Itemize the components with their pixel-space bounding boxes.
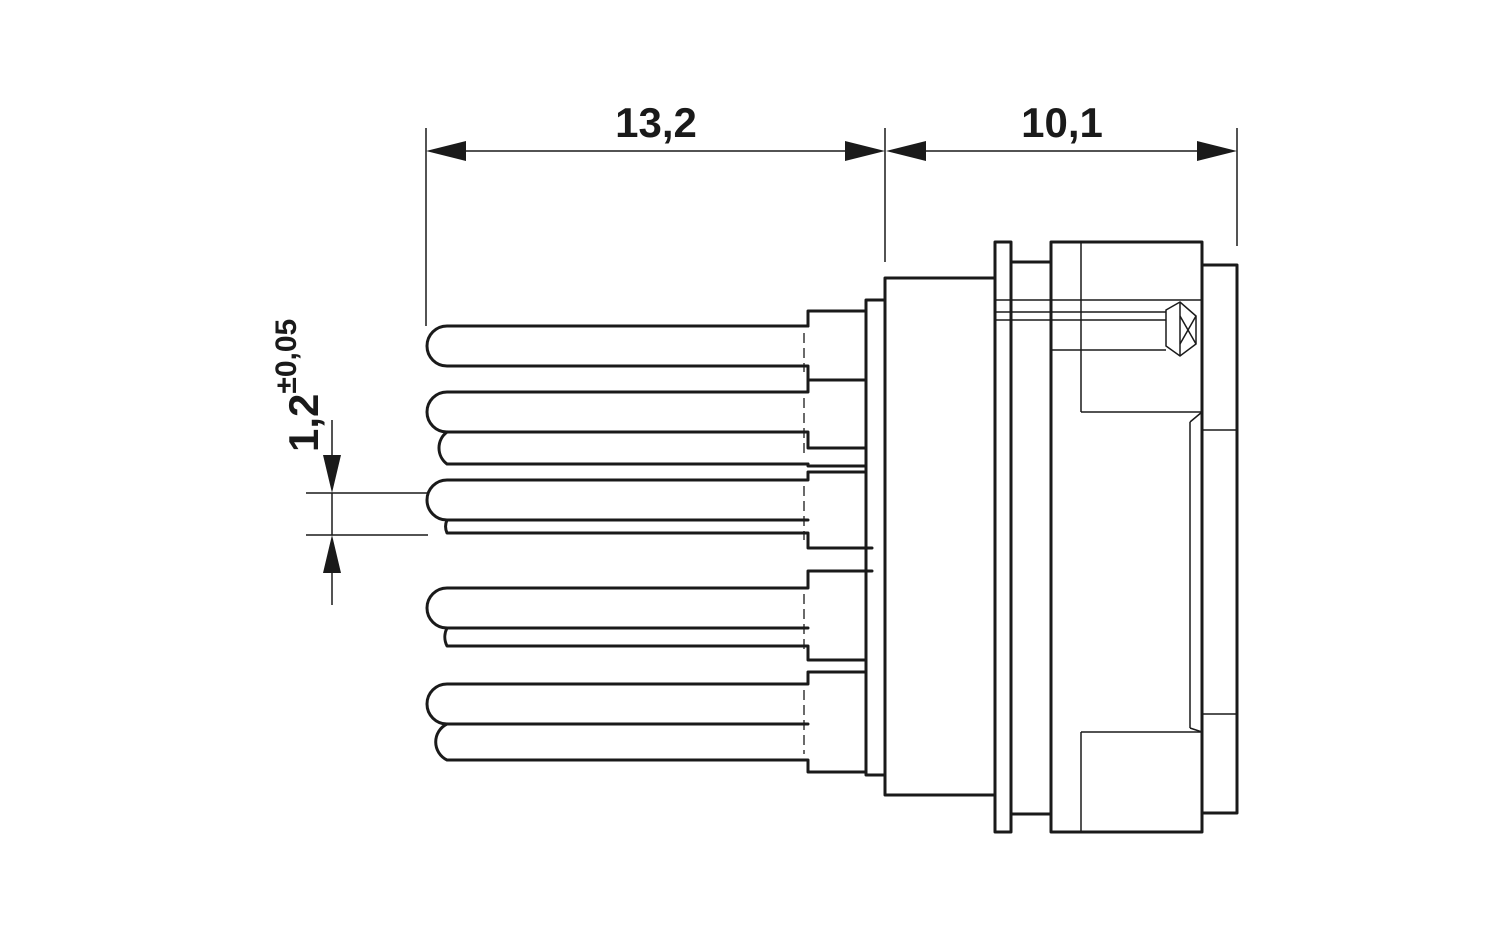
pin — [425, 378, 868, 466]
pin-width-value: 1,2 — [280, 394, 327, 452]
arrowhead-right — [845, 141, 885, 161]
dimension-pin-length: 13,2 — [425, 99, 886, 326]
pin — [425, 462, 868, 550]
contact-pins — [425, 309, 868, 774]
pin-length-label: 13,2 — [615, 99, 697, 146]
dimension-pin-width: 1,2±0,05 — [270, 319, 428, 605]
pin — [425, 569, 868, 662]
pin-width-text: 1,2±0,05 — [270, 319, 327, 452]
pin — [425, 309, 868, 382]
pin — [425, 670, 868, 774]
rear-plate — [864, 298, 887, 777]
dimension-body-length: 10,1 — [886, 99, 1238, 246]
arrowhead-left — [426, 141, 466, 161]
body-length-label: 10,1 — [1021, 99, 1103, 146]
front-face — [1200, 263, 1239, 815]
flange — [993, 240, 1013, 834]
arrowhead-left — [886, 141, 926, 161]
coding-key — [1165, 301, 1197, 357]
main-body — [883, 276, 997, 797]
connector-housing — [864, 240, 1239, 834]
arrowhead-up — [323, 535, 341, 573]
arrowhead-down — [323, 455, 341, 493]
pin-width-tolerance: ±0,05 — [270, 319, 303, 394]
arrowhead-right — [1197, 141, 1237, 161]
collar — [1009, 260, 1053, 816]
